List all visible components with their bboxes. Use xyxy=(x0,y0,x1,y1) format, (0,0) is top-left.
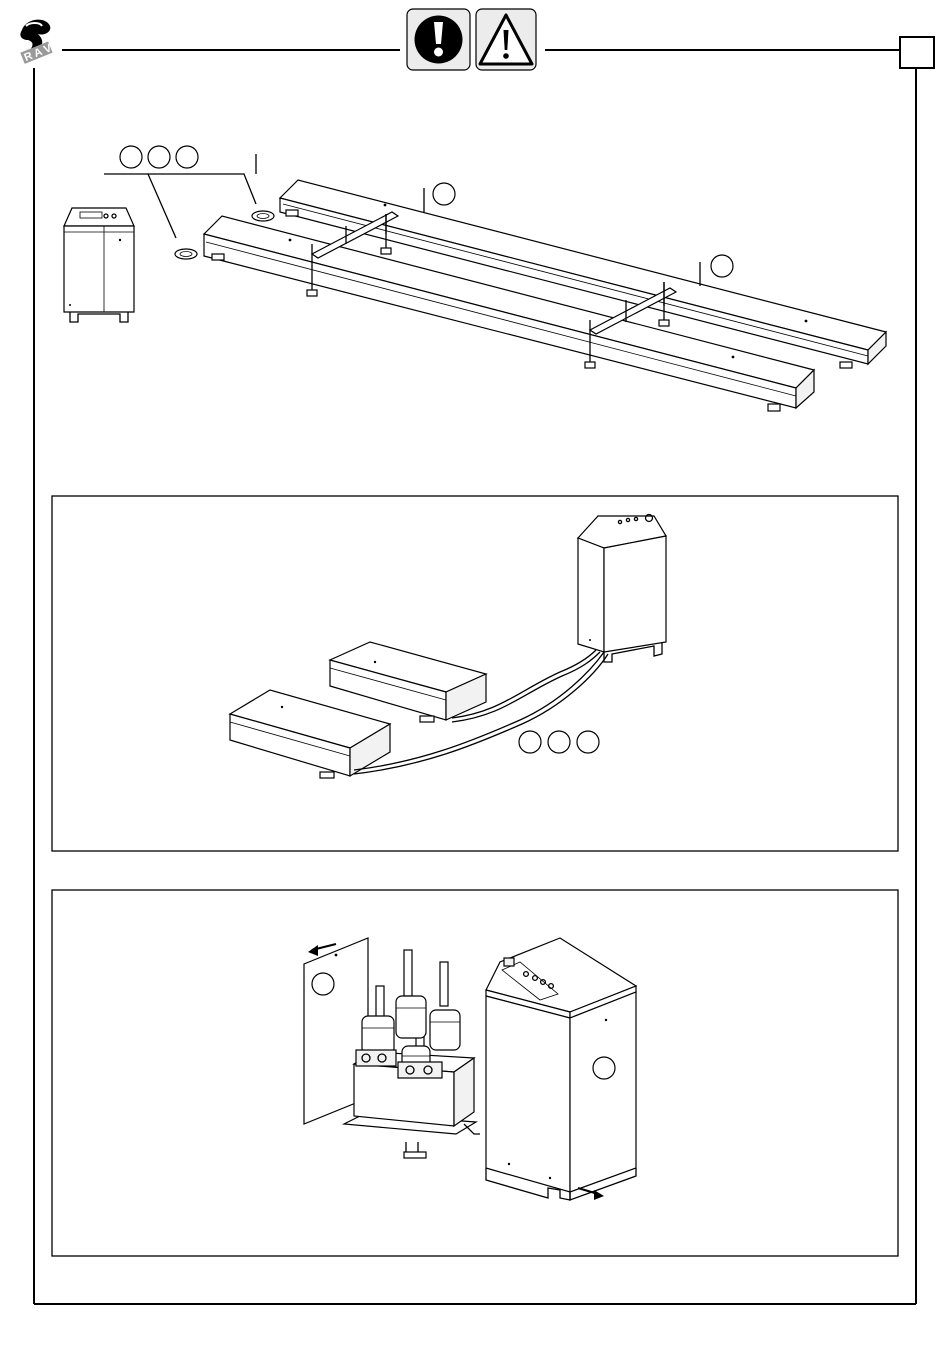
page-number-box xyxy=(900,37,934,68)
figure-power-unit-panel-removal xyxy=(52,890,898,1256)
exclamation-circle-icon xyxy=(407,9,470,70)
warning-triangle-icon xyxy=(476,9,536,70)
lift-beam-end-lower xyxy=(230,690,390,778)
figure-floor-layout xyxy=(64,146,886,411)
figure-hose-routing xyxy=(52,496,898,851)
power-unit-cabinet-2 xyxy=(578,515,666,663)
power-unit-cabinet xyxy=(64,208,134,322)
ravaglioli-logo-icon: R A V xyxy=(20,20,54,65)
lift-beam-end-upper xyxy=(330,642,486,722)
power-unit-cabinet-3 xyxy=(486,938,636,1200)
